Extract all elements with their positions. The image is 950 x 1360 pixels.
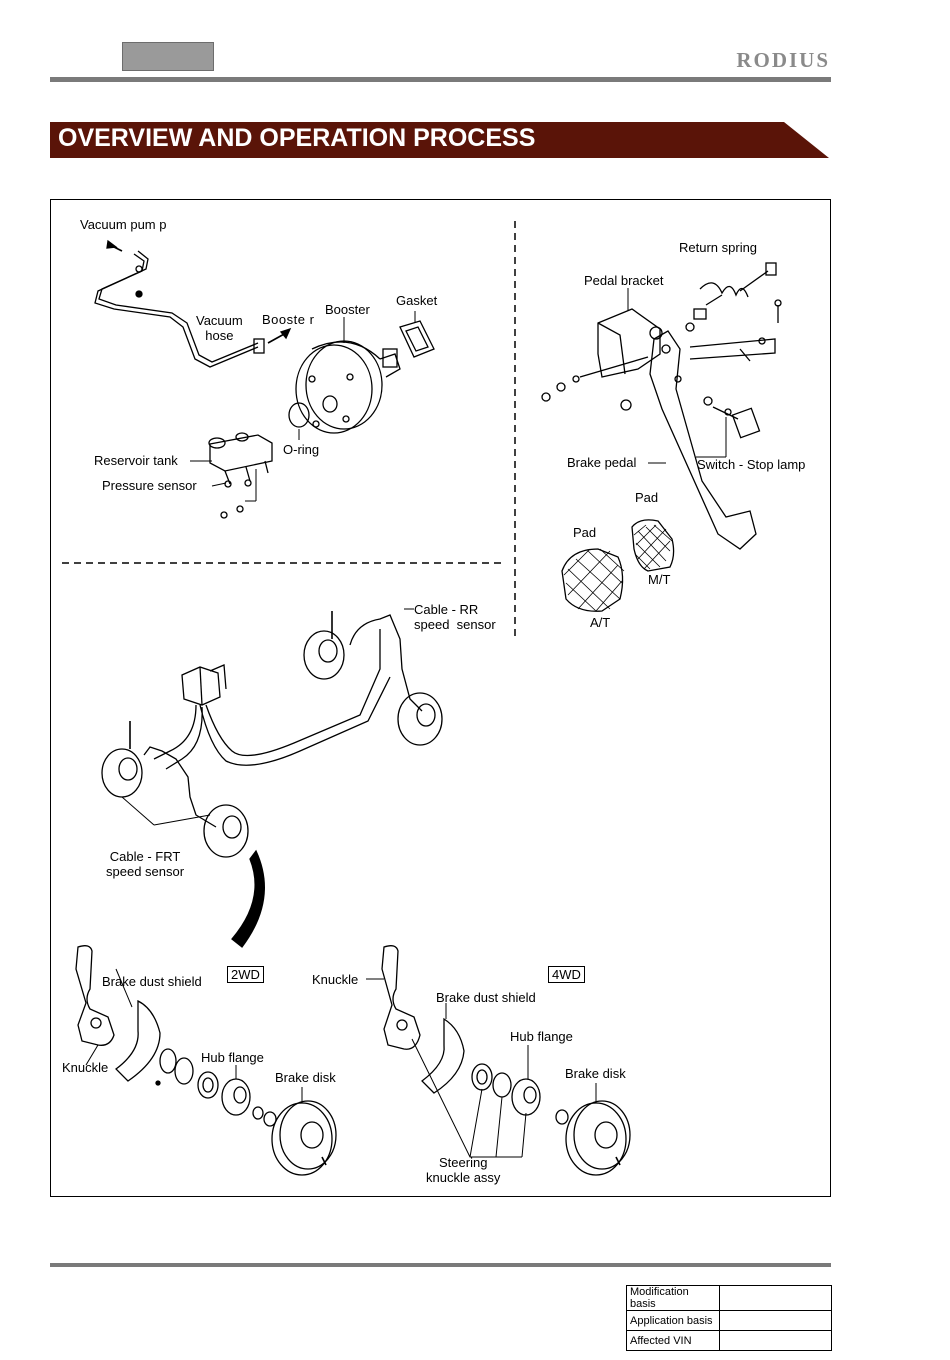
label-booster: Booster (325, 302, 370, 317)
label-pad-at: Pad (573, 525, 597, 540)
pedal-pad-at-drawing (561, 548, 625, 612)
hub-flange-4wd-drawing (511, 1078, 541, 1116)
return-spring-drawing (699, 262, 782, 323)
label-cable-frt-speed-sensor: Cable - FRT speed sensor (106, 849, 185, 879)
washer-2wd-drawing (252, 1106, 264, 1120)
label-vacuum-hose: Vacuum hose (196, 313, 243, 343)
label-pad-mt: Pad (635, 490, 659, 505)
nut-2wd-drawing (263, 1111, 277, 1127)
label-o-ring: O-ring (283, 442, 320, 457)
label-reservoir-tank: Reservoir tank (94, 453, 178, 468)
brake-system-diagram (62, 221, 782, 1176)
bearing-4wd-drawing (471, 1063, 493, 1091)
pedal-pad-mt-drawing (631, 519, 675, 572)
label-return-spring: Return spring (679, 240, 758, 255)
diagram-frame (50, 199, 831, 1197)
knuckle-2wd-drawing (75, 945, 115, 1046)
tag-4wd: 4WD (548, 966, 585, 983)
label-at: A/T (590, 615, 611, 630)
title-bar (50, 122, 829, 158)
abs-leader-lines (121, 608, 414, 826)
label-brake-dust-shield-4wd: Brake dust shield (436, 990, 536, 1005)
dust-shield-2wd-drawing (115, 999, 161, 1086)
mod-label: Modification basis (626, 1285, 720, 1311)
rear-wheels-drawing (303, 611, 443, 746)
label-brake-disk-2wd: Brake disk (275, 1070, 336, 1085)
footer-rule (50, 1263, 831, 1267)
stop-lamp-switch-drawing (712, 406, 761, 439)
label-brake-disk-4wd: Brake disk (565, 1066, 626, 1081)
mod-label: Affected VIN (626, 1330, 720, 1351)
header-tab (122, 42, 214, 71)
mod-value (719, 1285, 832, 1311)
bearing-2wd-drawing (197, 1071, 219, 1099)
label-pressure-sensor: Pressure sensor (102, 478, 197, 493)
label-brake-pedal: Brake pedal (567, 455, 637, 470)
page-title: OVERVIEW AND OPERATION PROCESS (58, 124, 536, 152)
reservoir-tank-drawing (208, 432, 273, 519)
table-row: Affected VIN (626, 1330, 832, 1351)
seal-2wd-drawing (159, 1048, 177, 1074)
gasket-drawing (399, 320, 435, 358)
brake-pedal-drawing (541, 308, 766, 550)
dust-shield-4wd-drawing (421, 1017, 465, 1094)
label-hub-flange-2wd: Hub flange (201, 1050, 264, 1065)
front-wheels-drawing (101, 721, 249, 858)
o-ring-drawing (288, 402, 310, 428)
oring-4wd-drawing (492, 1072, 512, 1098)
modification-table: Modification basis Application basis Aff… (626, 1285, 832, 1351)
brake-disk-2wd-drawing (271, 1100, 337, 1176)
mod-label: Application basis (626, 1310, 720, 1331)
table-row: Application basis (626, 1310, 832, 1331)
booster-drawing (295, 340, 401, 434)
label-gasket: Gasket (396, 293, 438, 308)
label-booster-arrow: Booste r (262, 312, 315, 327)
brake-lines-drawing (153, 629, 391, 770)
abs-unit-drawing (181, 664, 227, 706)
label-switch-stop-lamp: Switch - Stop lamp (697, 457, 806, 472)
label-brake-dust-shield-2wd: Brake dust shield (102, 974, 202, 989)
hub-4wd-leader-lines (366, 978, 597, 1158)
pedal-bracket-drawing (597, 308, 776, 378)
brand-logo: RODIUS (736, 48, 830, 72)
label-hub-flange-4wd: Hub flange (510, 1029, 573, 1044)
mod-value (719, 1310, 832, 1331)
nut-4wd-drawing (555, 1109, 569, 1125)
tag-2wd: 2WD (227, 966, 264, 983)
mod-value (719, 1330, 832, 1351)
label-mt: M/T (648, 572, 671, 587)
brake-disk-4wd-drawing (565, 1100, 631, 1176)
hub-2wd-leader-lines (85, 968, 303, 1103)
knuckle-4wd-drawing (381, 945, 421, 1050)
table-row: Modification basis (626, 1285, 832, 1311)
hub-flange-2wd-drawing (221, 1078, 251, 1116)
assembly-arrow (231, 849, 265, 948)
label-cable-rr-speed-sensor: Cable - RR speed sensor (414, 602, 496, 632)
label-knuckle-2wd: Knuckle (62, 1060, 109, 1075)
header-rule (50, 77, 831, 82)
label-pedal-bracket: Pedal bracket (584, 273, 664, 288)
label-vacuum-pump: Vacuum pum p (80, 217, 167, 232)
label-knuckle-4wd: Knuckle (312, 972, 359, 987)
oring-2wd-drawing (174, 1057, 194, 1085)
label-steering-knuckle-assy: Steering knuckle assy (426, 1155, 501, 1185)
vacuum-hose-drawing (94, 239, 292, 368)
